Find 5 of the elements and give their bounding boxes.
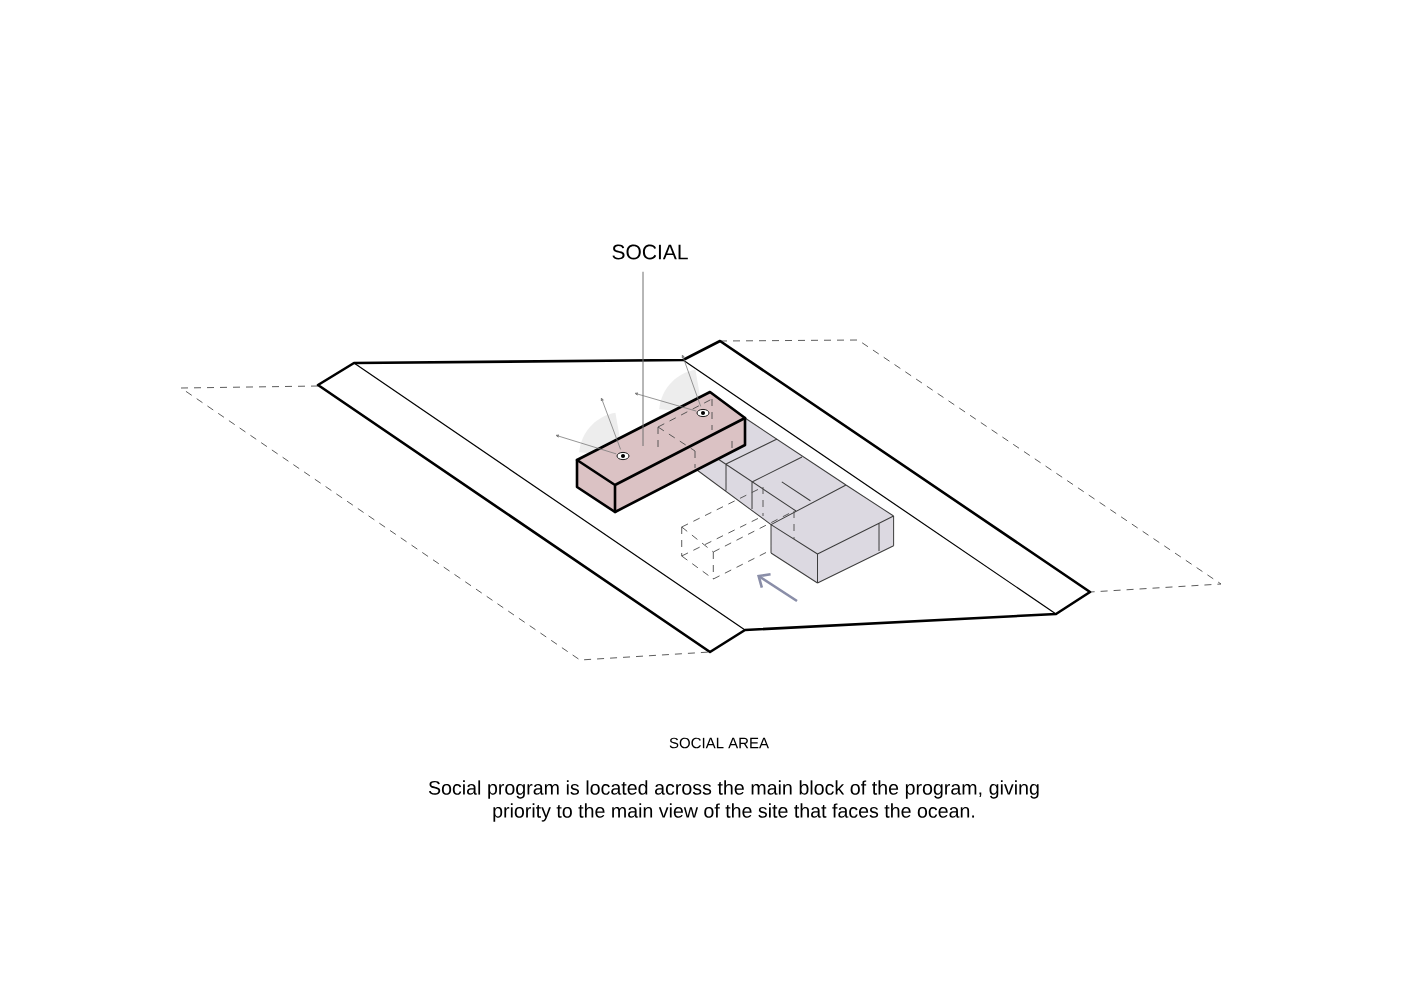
building-block <box>575 390 747 514</box>
callout-label: SOCIAL <box>612 244 688 260</box>
caption: Social program is located across the main block of the program, giving priority to the main view of the site that faces the ocean. <box>428 780 1039 822</box>
heading: SOCIAL AREA <box>669 737 769 749</box>
leader-line <box>642 271 644 447</box>
